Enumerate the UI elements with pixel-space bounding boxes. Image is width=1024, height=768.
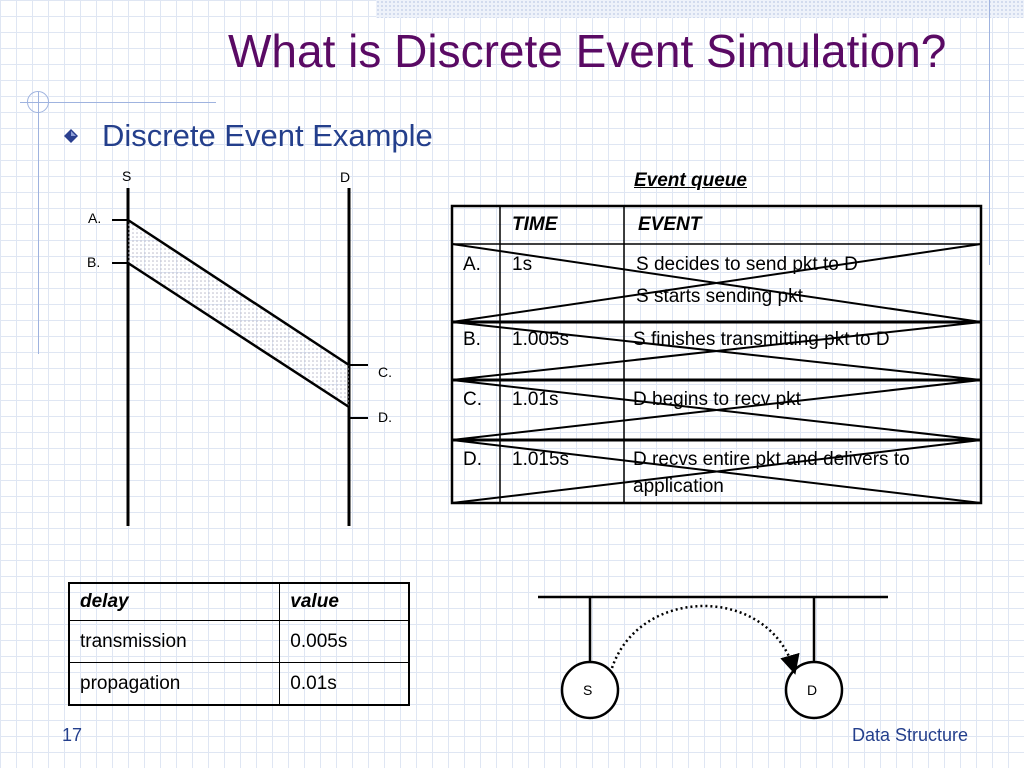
transfer-arrow	[610, 604, 800, 675]
mark-a-label: A.	[88, 210, 102, 226]
row-a-event-2: S starts sending pkt	[636, 286, 803, 307]
mark-d-label: D.	[378, 409, 392, 425]
event-queue-table	[450, 204, 983, 505]
event-queue-title: Event queue	[634, 170, 747, 191]
row-b-time: 1.005s	[512, 329, 570, 350]
decorative-circle	[27, 91, 49, 113]
decorative-horizontal-line	[20, 102, 216, 103]
event-row-d-strike	[451, 439, 982, 504]
row-c-event-1: D begins to recv pkt	[633, 389, 801, 410]
value-header: value	[279, 582, 410, 621]
table-row: propagation 0.01s	[68, 662, 410, 706]
propagation-value: 0.01s	[279, 662, 410, 706]
header-event: EVENT	[638, 214, 702, 235]
sender-label: S	[122, 168, 132, 184]
row-d-id: D.	[463, 449, 482, 470]
row-a-time: 1s	[512, 254, 533, 275]
header-time: TIME	[512, 214, 558, 235]
footer-text: Data Structure	[852, 725, 969, 745]
row-c-time: 1.01s	[512, 389, 559, 410]
row-a-event-1: S decides to send pkt to D	[636, 254, 858, 275]
mark-c-label: C.	[378, 364, 392, 380]
decorative-band	[376, 0, 1024, 18]
event-row-b-strike	[451, 321, 982, 381]
decorative-vertical-line	[989, 0, 990, 265]
row-d-time: 1.015s	[512, 449, 570, 470]
delay-header: delay	[68, 582, 281, 621]
slide-title: What is Discrete Event Simulation?	[228, 25, 947, 77]
transmission-label: transmission	[68, 620, 281, 663]
packet-band	[128, 220, 349, 407]
table-row: transmission 0.005s	[68, 620, 410, 663]
delay-table: delay value transmission 0.005s propagat…	[68, 582, 410, 706]
row-b-event-1: S finishes transmitting pkt to D	[633, 329, 890, 350]
row-b-id: B.	[463, 329, 481, 350]
diamond-bullet-icon	[64, 129, 78, 143]
row-d-event-2: application	[633, 476, 724, 497]
packet-first-bit-line	[127, 218, 350, 367]
node-s-label: S	[583, 682, 593, 698]
decorative-left-line	[38, 92, 39, 354]
row-c-id: C.	[463, 389, 482, 410]
propagation-label: propagation	[68, 662, 281, 706]
transmission-value: 0.005s	[279, 620, 410, 663]
page-number: 17	[62, 725, 83, 745]
node-d-label: D	[807, 682, 818, 698]
slide-subtitle: Discrete Event Example	[102, 118, 433, 153]
packet-last-bit-line	[127, 261, 350, 409]
node-d	[784, 660, 844, 720]
row-d-event-1: D recvs entire pkt and delivers to	[633, 449, 910, 470]
node-s	[560, 660, 620, 720]
receiver-label: D	[340, 169, 351, 185]
row-a-id: A.	[463, 254, 481, 275]
event-row-c-strike	[451, 379, 982, 441]
event-row-a-strike	[451, 243, 982, 323]
mark-b-label: B.	[87, 254, 101, 270]
